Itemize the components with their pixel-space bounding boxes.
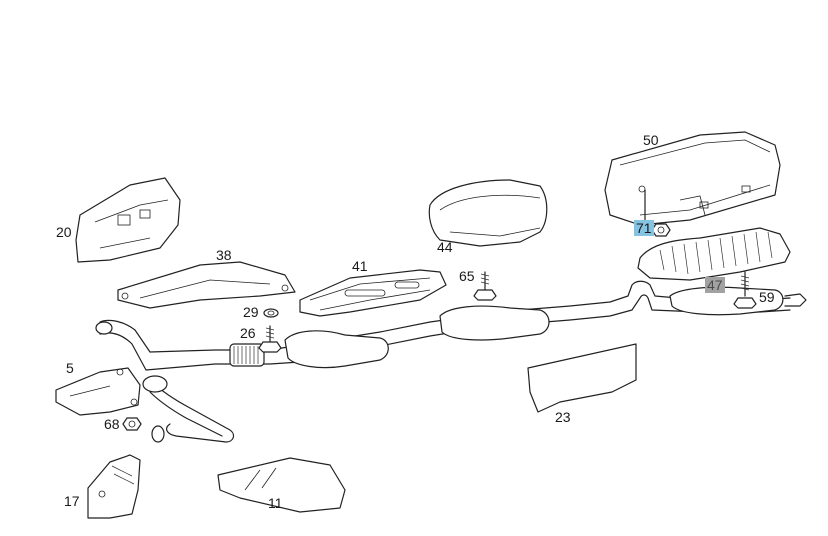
- label-part-5: 5: [66, 360, 74, 376]
- label-part-23: 23: [555, 409, 571, 425]
- exhaust-pipe: [95, 280, 807, 443]
- label-part-65: 65: [459, 268, 475, 284]
- label-part-44: 44: [437, 239, 453, 255]
- part-71-nut: [644, 189, 671, 237]
- label-part-59: 59: [759, 289, 775, 305]
- part-38-bracket: [117, 261, 296, 309]
- label-part-38: 38: [216, 247, 232, 263]
- part-50-heat-shield: [604, 131, 781, 226]
- label-part-71[interactable]: 71: [634, 220, 654, 236]
- label-part-50: 50: [643, 132, 659, 148]
- part-65-bolt: [473, 271, 497, 301]
- part-59-screw: [733, 271, 757, 309]
- label-part-68: 68: [104, 416, 120, 432]
- part-17-bracket: [87, 454, 141, 519]
- part-5-bracket: [55, 367, 141, 416]
- label-part-17: 17: [64, 493, 80, 509]
- part-11-heat-shield: [217, 457, 346, 513]
- part-26-bolt: [258, 325, 282, 353]
- part-20-bracket: [75, 177, 181, 263]
- label-part-47[interactable]: 47: [705, 277, 725, 293]
- label-part-26: 26: [240, 325, 256, 341]
- part-29-washer: [263, 308, 279, 318]
- label-part-41: 41: [352, 258, 368, 274]
- label-part-20: 20: [56, 224, 72, 240]
- label-part-29: 29: [243, 304, 259, 320]
- part-23-panel: [527, 343, 637, 413]
- label-part-11: 11: [268, 495, 283, 511]
- part-41-heat-shield: [299, 269, 447, 317]
- part-68-nut: [122, 417, 142, 431]
- part-44-heat-shield: [428, 179, 548, 247]
